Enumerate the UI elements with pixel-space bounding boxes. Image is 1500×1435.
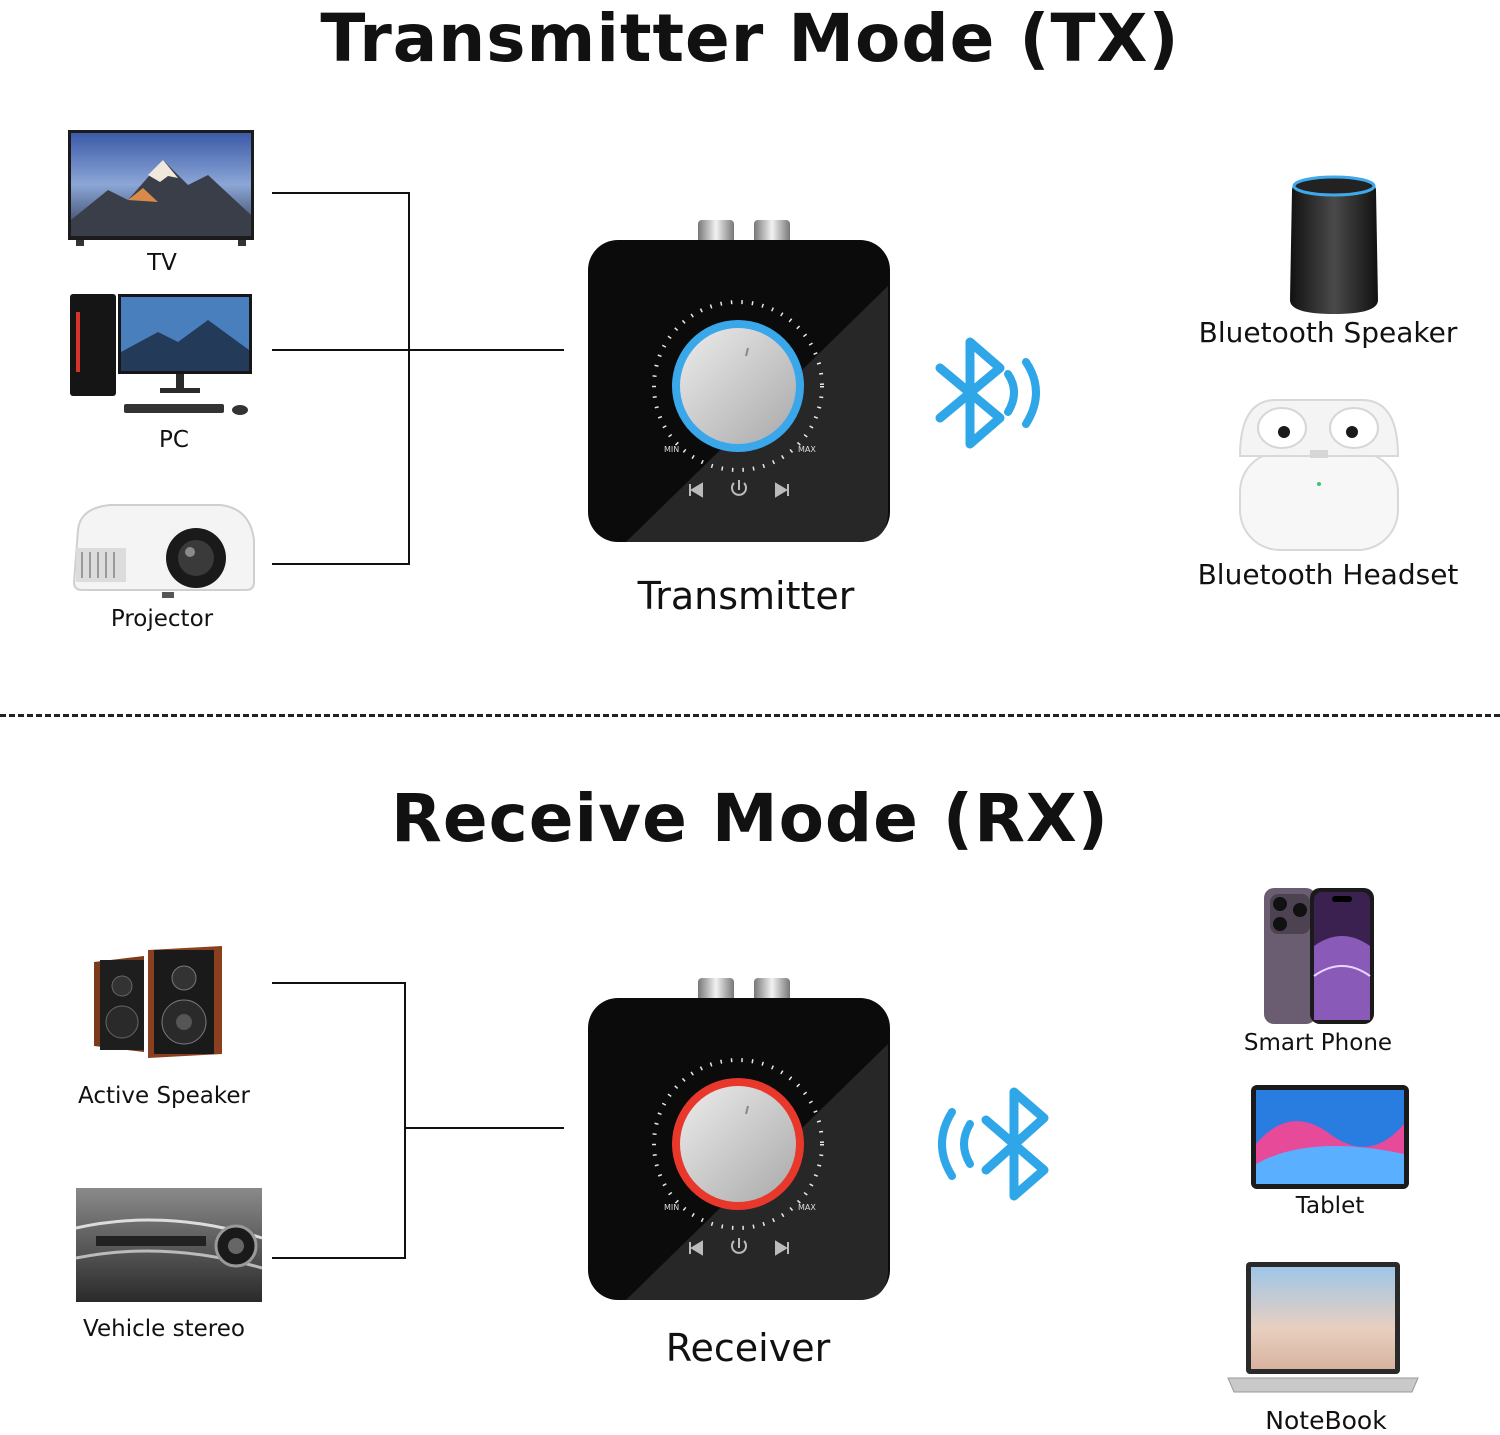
rx-max-text: MAX bbox=[798, 1203, 816, 1212]
section-divider bbox=[0, 714, 1500, 717]
tv-icon bbox=[68, 130, 254, 246]
vehicle-stereo-label: Vehicle stereo bbox=[83, 1316, 245, 1342]
vehicle-stereo-icon bbox=[75, 1188, 263, 1302]
tablet-label: Tablet bbox=[1295, 1193, 1365, 1219]
projector-label: Projector bbox=[110, 606, 214, 632]
tv-label: TV bbox=[147, 250, 177, 276]
rx-line-vehicle-stereo bbox=[272, 1257, 406, 1259]
receiver-label: Receiver bbox=[665, 1326, 831, 1370]
bluetooth-headset-label: Bluetooth Headset bbox=[1197, 558, 1459, 591]
tx-line-projector bbox=[272, 563, 410, 565]
rx-line-device bbox=[404, 1127, 564, 1129]
tx-max-text: MAX bbox=[798, 445, 816, 454]
active-speaker-label: Active Speaker bbox=[77, 1083, 250, 1109]
pc-label: PC bbox=[159, 427, 189, 453]
projector-icon bbox=[72, 504, 255, 598]
rx-min-text: MIN bbox=[664, 1203, 679, 1212]
rx-mode-title: Receive Mode (RX) bbox=[391, 780, 1109, 857]
tx-line-vertical bbox=[408, 192, 410, 565]
active-speaker-icon bbox=[94, 946, 222, 1058]
tx-line-pc bbox=[272, 349, 564, 351]
tx-min-text: MIN bbox=[664, 445, 679, 454]
tx-line-tv bbox=[272, 192, 410, 194]
bluetooth-tx-icon bbox=[935, 337, 1040, 449]
bluetooth-speaker-label: Bluetooth Speaker bbox=[1198, 316, 1458, 349]
smart-phone-icon bbox=[1264, 888, 1374, 1024]
notebook-icon bbox=[1227, 1262, 1419, 1393]
bluetooth-headset-icon bbox=[1238, 399, 1400, 551]
rx-line-vertical bbox=[404, 982, 406, 1259]
notebook-label: NoteBook bbox=[1265, 1406, 1387, 1435]
rx-line-active-speaker bbox=[272, 982, 406, 984]
bluetooth-rx-icon bbox=[938, 1087, 1049, 1201]
pc-icon bbox=[70, 294, 252, 415]
transmitter-label: Transmitter bbox=[637, 574, 855, 618]
transmitter-device: MIN MAX bbox=[588, 220, 890, 542]
tx-mode-title: Transmitter Mode (TX) bbox=[320, 0, 1180, 77]
tablet-icon bbox=[1251, 1085, 1409, 1189]
receiver-device: MIN MAX bbox=[588, 978, 890, 1300]
smart-phone-label: Smart Phone bbox=[1243, 1030, 1393, 1056]
bluetooth-speaker-icon bbox=[1290, 175, 1378, 314]
